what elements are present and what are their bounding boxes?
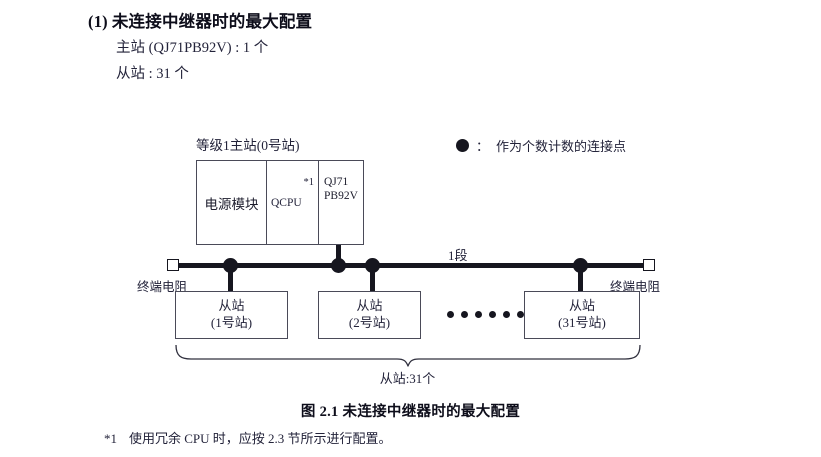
figure-caption: 图 2.1 未连接中继器时的最大配置 [300, 404, 521, 420]
footnote: *1 使用冗余 CPU 时，应按 2.3 节所示进行配置。 [104, 428, 392, 447]
cpu-footnote-marker: *1 [303, 177, 315, 188]
slave-group-brace [175, 345, 641, 367]
slave-station-name: 从站 [218, 298, 245, 314]
slave-drop-lead [228, 267, 233, 291]
slave-station-number: (2号站) [348, 315, 391, 330]
terminator-resistor-left-icon [167, 259, 179, 271]
spec-master-station: 主站 (QJ71PB92V) : 1 个 [116, 40, 269, 56]
slave-station-name: 从站 [568, 298, 595, 314]
section-number: (1) [88, 12, 108, 31]
filled-circle-icon [456, 139, 469, 152]
slave-station-box: 从站 (31号站) [524, 291, 640, 339]
legend-label: 作为个数计数的连接点 [496, 139, 627, 154]
master-station-label: 等级1主站(0号站) [196, 138, 300, 153]
power-module-cell: 电源模块 [197, 161, 267, 244]
footnote-text: 使用冗余 CPU 时，应按 2.3 节所示进行配置。 [129, 431, 392, 446]
legend-colon: ： [476, 139, 490, 154]
slave-station-box: 从站 (1号站) [175, 291, 288, 339]
ellipsis-icon [447, 311, 524, 318]
power-module-label: 电源模块 [204, 196, 259, 212]
terminator-label-left: 终端电阻 [137, 280, 188, 294]
spec-slave-station: 从站 : 31 个 [116, 66, 189, 82]
terminator-label-right: 终端电阻 [610, 280, 661, 294]
slave-station-number: (1号站) [210, 315, 253, 330]
network-module-cell: QJ71 PB92V [319, 161, 363, 244]
master-station-rack: 电源模块 QCPU *1 QJ71 PB92V [196, 160, 364, 245]
connection-point-dot [331, 258, 346, 273]
segment-label: 1段 [448, 248, 468, 263]
slave-drop-lead [370, 267, 375, 291]
slave-station-box: 从站 (2号站) [318, 291, 421, 339]
section-heading: (1)未连接中继器时的最大配置 [88, 8, 312, 32]
section-title: 未连接中继器时的最大配置 [111, 12, 313, 31]
connection-point-dot [223, 258, 238, 273]
network-module-label-line2: PB92V [324, 190, 358, 203]
connection-point-dot [573, 258, 588, 273]
cpu-module-label: QCPU [271, 196, 302, 209]
bus-line [176, 263, 650, 268]
footnote-marker: *1 [104, 431, 117, 446]
cpu-module-cell: QCPU *1 [267, 161, 319, 244]
master-drop-lead [336, 245, 341, 267]
network-module-label-line1: QJ71 [324, 176, 349, 188]
legend: ： 作为个数计数的连接点 [456, 136, 626, 155]
slave-drop-lead [578, 267, 583, 291]
terminator-resistor-right-icon [643, 259, 655, 271]
slave-group-label: 从站:31个 [379, 371, 436, 386]
slave-station-number: (31号站) [558, 315, 606, 330]
slave-station-name: 从站 [356, 298, 383, 314]
connection-point-dot [365, 258, 380, 273]
